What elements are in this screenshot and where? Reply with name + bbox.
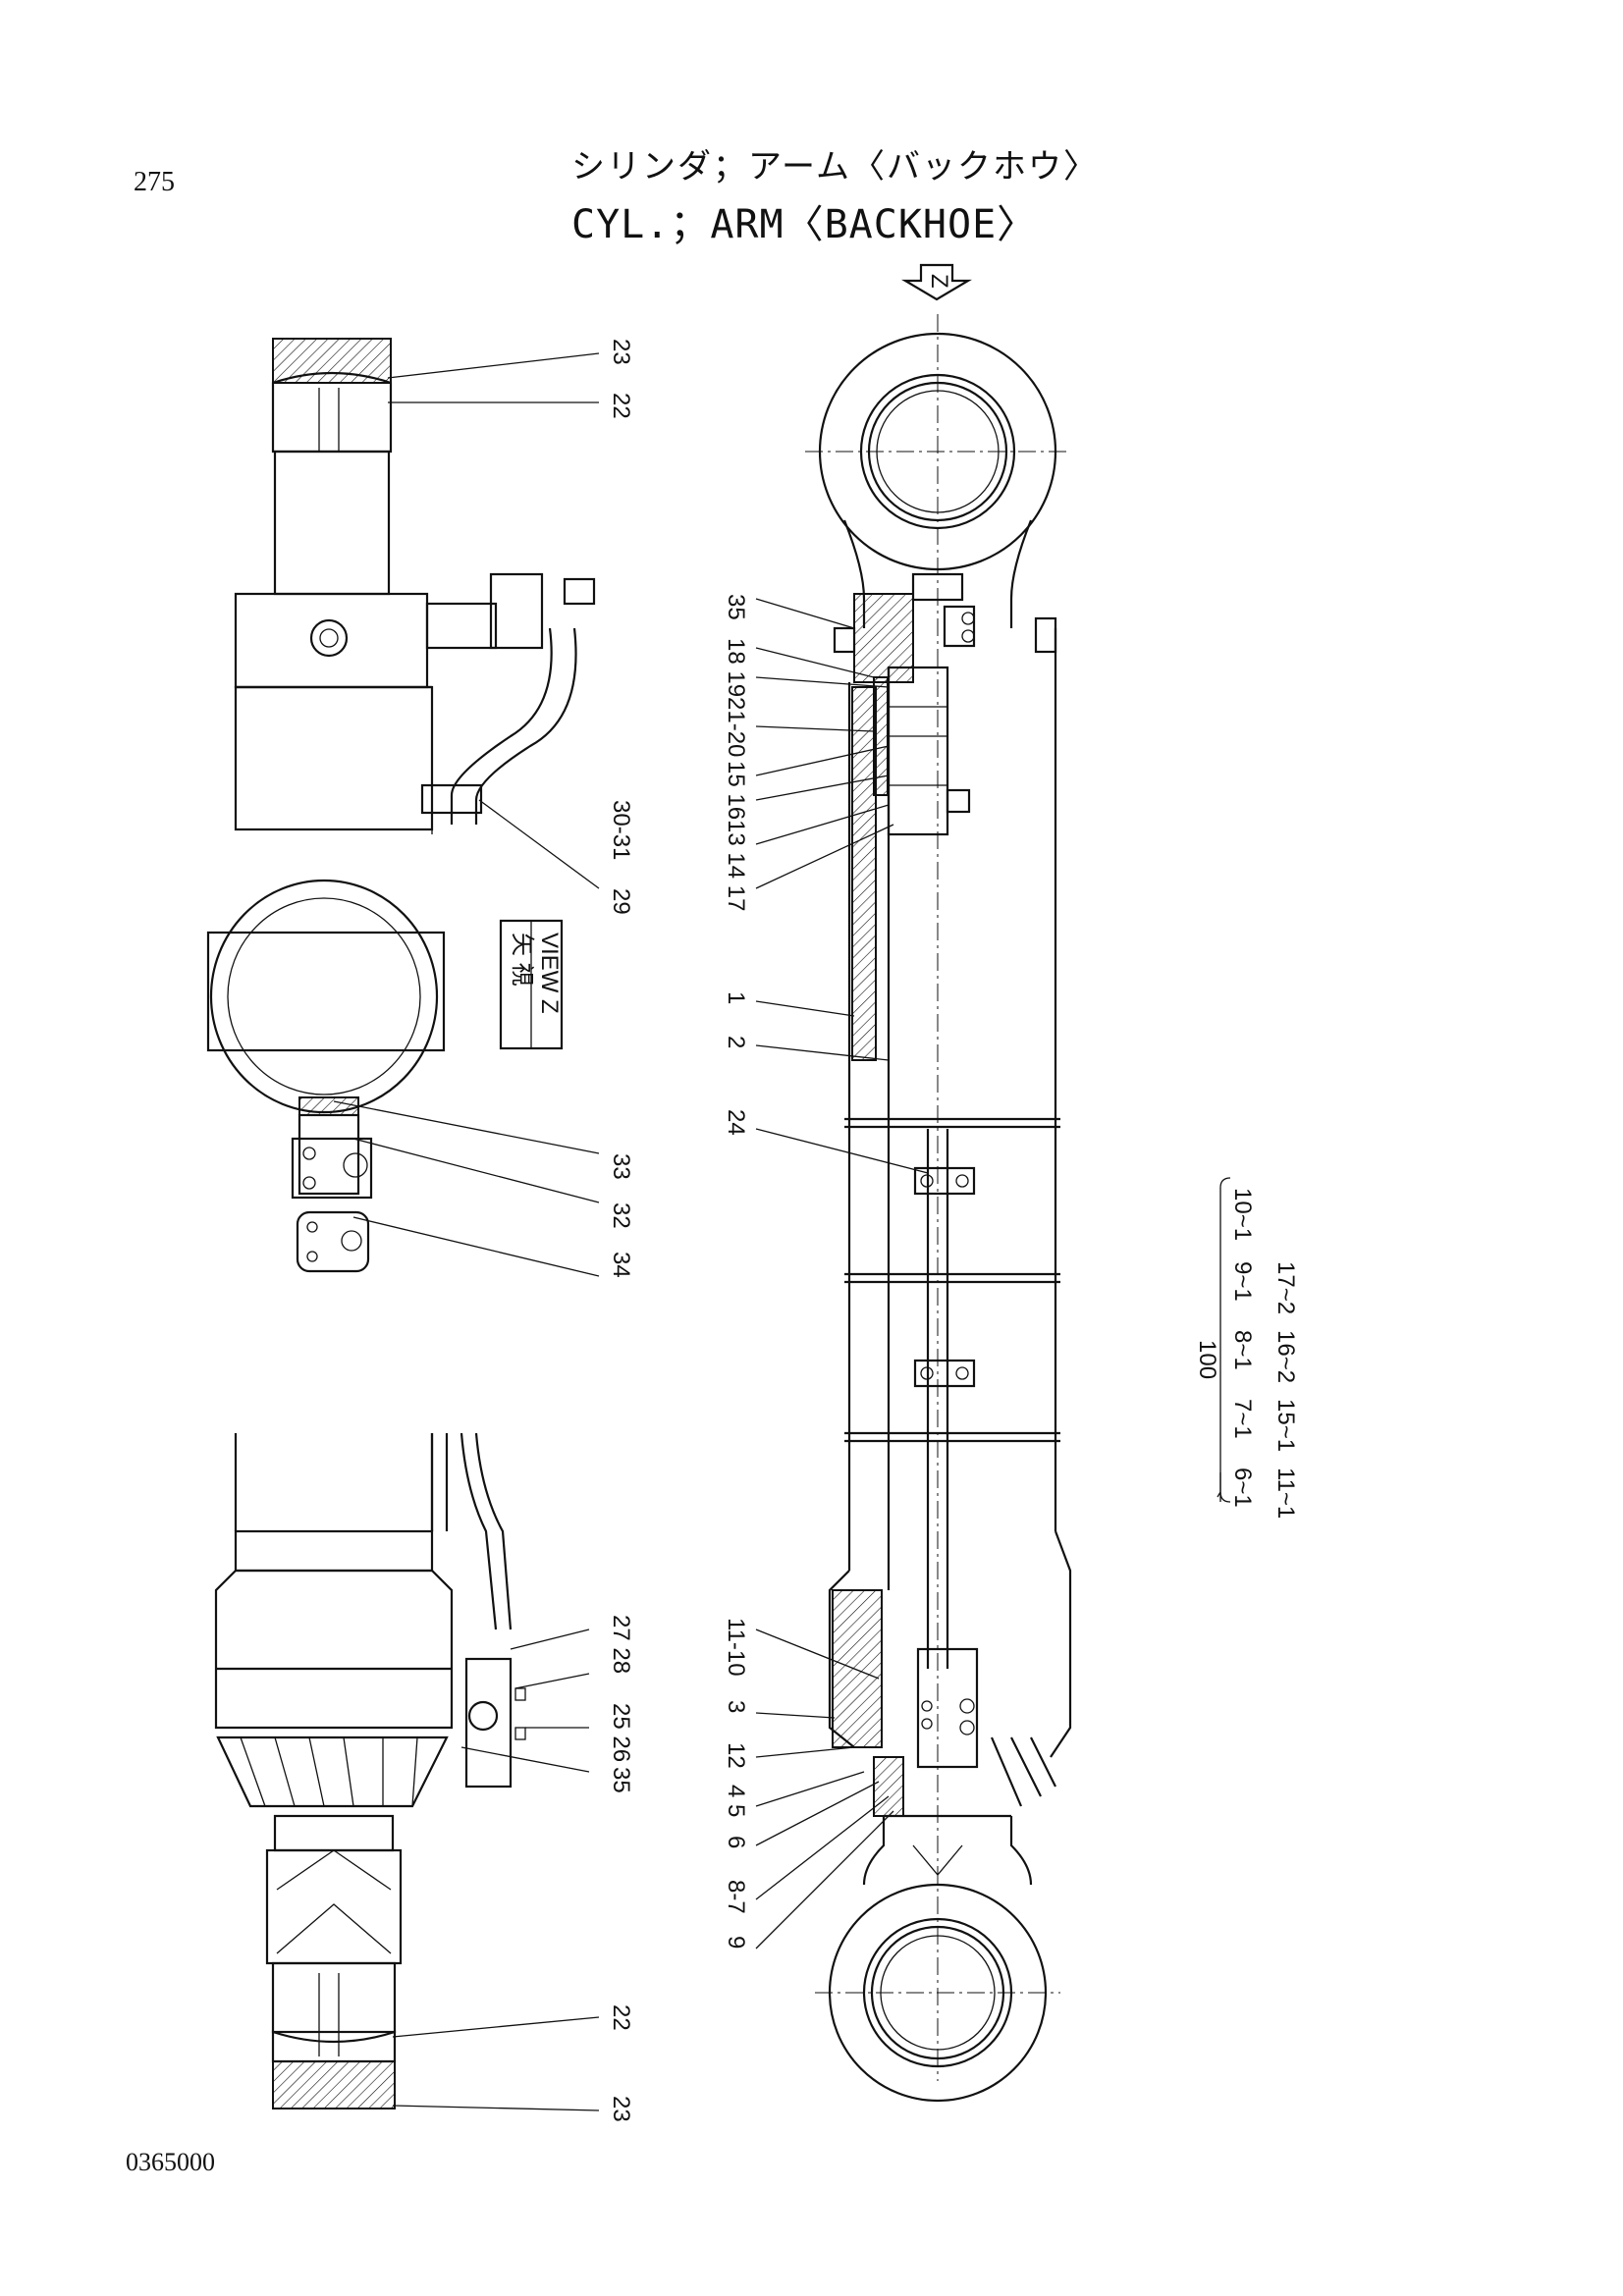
leader-lines — [333, 352, 929, 2111]
upper-side-view — [234, 338, 596, 834]
callout-30-31: 30-31 — [608, 800, 634, 860]
callout-29: 29 — [608, 888, 634, 915]
callout-2: 2 — [723, 1036, 749, 1048]
kit-17-2: 17~2 — [1272, 1261, 1299, 1314]
callout-27-28: 27 28 — [608, 1615, 634, 1674]
callout-3: 3 — [723, 1700, 749, 1713]
callout-11-10: 11-10 — [723, 1618, 749, 1677]
callout-21-20: 21-20 — [723, 697, 749, 757]
view-label-en: VIEW Z — [536, 933, 563, 1014]
callout-23-top: 23 — [608, 339, 634, 365]
kit-15-1: 15~1 — [1272, 1399, 1299, 1452]
document-number: 0365000 — [126, 2148, 215, 2176]
kit-8-1: 8~1 — [1229, 1330, 1256, 1370]
callout-13-14-17: 13 14 17 — [723, 820, 749, 911]
kit-6-1: 6~1 — [1229, 1468, 1256, 1508]
callout-24: 24 — [723, 1109, 749, 1136]
lower-side-view — [214, 1432, 526, 2109]
callout-1: 1 — [723, 991, 749, 1004]
callout-8-7: 8-7 — [723, 1880, 749, 1914]
callout-22-top: 22 — [608, 393, 634, 419]
kit-label: 100 — [1194, 1340, 1220, 1379]
callout-32: 32 — [608, 1202, 634, 1229]
view-arrow-letter: Z — [926, 274, 952, 289]
kit-7-1: 7~1 — [1229, 1399, 1256, 1439]
callout-15-16: 15 16 — [723, 761, 749, 820]
callout-9: 9 — [723, 1936, 749, 1949]
main-cylinder — [805, 314, 1072, 2103]
callout-25-26: 25 26 — [608, 1703, 634, 1762]
view-z-arrow: Z — [900, 263, 973, 301]
callout-12: 12 — [723, 1742, 749, 1769]
kit-16-2: 16~2 — [1272, 1330, 1299, 1383]
title-english: CYL.；ARM〈BACKHOE〉 — [571, 202, 1038, 247]
view-label-jp: 矢 視 — [509, 933, 535, 987]
callout-33: 33 — [608, 1153, 634, 1180]
callout-18-19: 18 19 — [723, 638, 749, 697]
callout-34: 34 — [608, 1252, 634, 1278]
page-number: 275 — [134, 167, 175, 197]
callout-35-bottom: 35 — [608, 1767, 634, 1793]
kit-11-1: 11~1 — [1272, 1468, 1299, 1519]
callout-labels: 23 22 29 30-31 33 32 34 35 18 19 21-20 1… — [608, 339, 749, 2122]
title-japanese: シリンダ；アーム〈バックホウ〉 — [571, 147, 1099, 187]
callout-22-bottom: 22 — [608, 2004, 634, 2031]
kit-100-group: 100 6~1 7~1 8~1 9~1 10~1 11~1 15~1 16~2 … — [1194, 1177, 1299, 1519]
callout-6: 6 — [723, 1836, 749, 1848]
kit-9-1: 9~1 — [1229, 1261, 1256, 1302]
kit-10-1: 10~1 — [1229, 1188, 1256, 1241]
callout-35-top: 35 — [723, 594, 749, 620]
callout-4-5: 4 5 — [723, 1785, 749, 1817]
view-z-end: 矢 視 VIEW Z — [206, 879, 564, 1273]
callout-23-bottom: 23 — [608, 2096, 634, 2122]
